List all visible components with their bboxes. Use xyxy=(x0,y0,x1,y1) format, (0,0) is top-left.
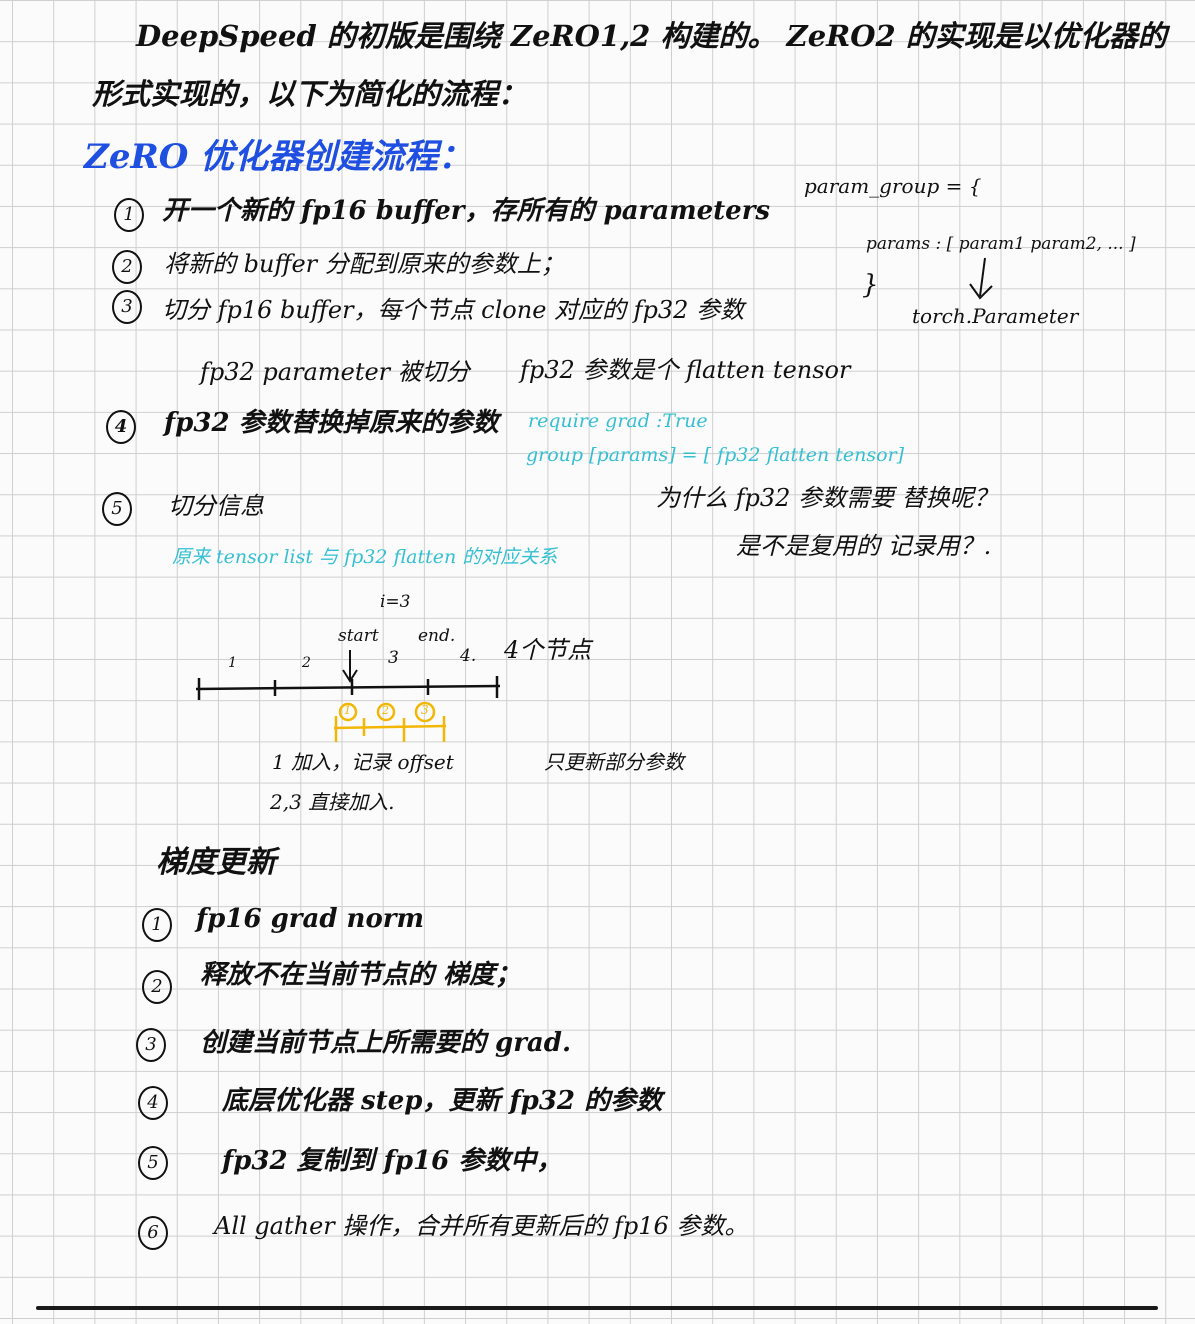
param-arrow-icon xyxy=(969,257,993,300)
diagram-seg-1: 1 xyxy=(228,655,237,671)
step-number-3: 3 xyxy=(112,290,142,324)
grad-step-number-2: 2 xyxy=(142,970,172,1004)
grad-step-number-1: 1 xyxy=(142,908,172,942)
param-group-line-1: param_group = { xyxy=(804,174,982,198)
param-group-line-3: } xyxy=(862,270,879,300)
diagram-start-label: start xyxy=(338,626,379,646)
step-number-2: 2 xyxy=(112,250,142,284)
partition-bar xyxy=(333,701,447,742)
step-text-4: fp32 参数替换掉原来的参数 xyxy=(164,408,499,438)
intro-line-1: DeepSpeed 的初版是围绕 ZeRO1,2 构建的。 ZeRO2 的实现是… xyxy=(136,19,1167,53)
teal-require-grad: require grad :True xyxy=(528,410,708,432)
step-number-5: 5 xyxy=(102,492,132,526)
intro-line-2: 形式实现的，以下为简化的流程： xyxy=(92,77,528,111)
section1-title: ZeRO 优化器创建流程： xyxy=(84,137,473,177)
grad-step-number-3: 3 xyxy=(136,1028,166,1062)
diagram-note-1: 1 加入，记录 offset xyxy=(272,750,454,774)
diagram-end-label: end. xyxy=(418,626,456,646)
grad-step-number-5: 5 xyxy=(138,1146,168,1180)
diagram-note-2: 2,3 直接加入. xyxy=(270,790,395,814)
grad-step-text-1: fp16 grad norm xyxy=(196,904,425,934)
step-number-1: 1 xyxy=(114,198,144,232)
section2-title: 梯度更新 xyxy=(156,845,276,880)
step-text-1: 开一个新的 fp16 buffer，存所有的 parameters xyxy=(162,196,771,226)
step-text-5: 切分信息 xyxy=(168,492,264,520)
diagram-seg-3: 3 xyxy=(388,648,399,668)
teal-group-params: group [params] = [ fp32 flatten tensor] xyxy=(526,444,905,466)
yellow-num-1: 1 xyxy=(344,704,351,717)
grad-step-text-3: 创建当前节点上所需要的 grad. xyxy=(200,1028,572,1058)
step-number-4: 4 xyxy=(106,410,136,444)
step3-sub-b: fp32 参数是个 flatten tensor xyxy=(520,356,851,384)
yellow-num-2: 2 xyxy=(382,704,389,717)
diagram-seg-2: 2 xyxy=(302,655,311,671)
question-line-1: 为什么 fp32 参数需要 替换呢？ xyxy=(656,484,998,512)
diagram-i-label: i=3 xyxy=(380,592,411,612)
step-text-3: 切分 fp16 buffer，每个节点 clone 对应的 fp32 参数 xyxy=(162,296,745,324)
grad-step-text-6: All gather 操作，合并所有更新后的 fp16 参数。 xyxy=(214,1212,749,1240)
param-group-line-2: params : [ param1 param2, ... ] xyxy=(866,234,1136,254)
grad-step-number-4: 4 xyxy=(138,1086,168,1120)
bottom-rule xyxy=(36,1306,1158,1310)
step-text-2: 将新的 buffer 分配到原来的参数上； xyxy=(164,250,565,278)
diagram-note-3: 只更新部分参数 xyxy=(544,750,684,774)
grad-step-number-6: 6 xyxy=(138,1216,168,1250)
diagram-seg-4: 4. xyxy=(460,646,477,666)
number-line xyxy=(195,676,501,700)
grad-step-text-2: 释放不在当前节点的 梯度； xyxy=(200,960,522,990)
yellow-num-3: 3 xyxy=(421,703,429,717)
start-arrow-icon xyxy=(342,650,358,683)
param-group-line-4: torch.Parameter xyxy=(912,304,1079,328)
step3-sub-a: fp32 parameter 被切分 xyxy=(200,358,470,386)
diagram-nodes-label: 4个节点 xyxy=(504,636,592,664)
grad-step-text-5: fp32 复制到 fp16 参数中， xyxy=(222,1146,563,1176)
grad-step-text-4: 底层优化器 step，更新 fp32 的参数 xyxy=(222,1086,663,1116)
question-line-2: 是不是复用的 记录用？. xyxy=(736,532,992,560)
teal-mapping-note: 原来 tensor list 与 fp32 flatten 的对应关系 xyxy=(172,546,558,568)
